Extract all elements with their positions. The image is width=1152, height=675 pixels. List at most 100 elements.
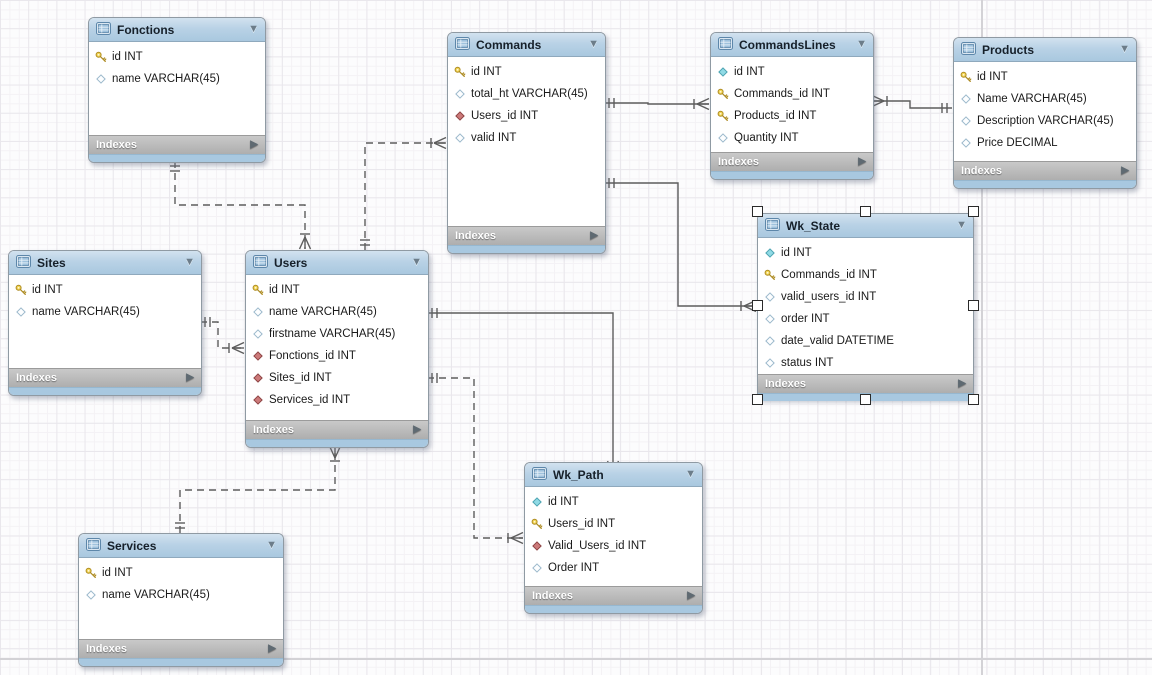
collapse-arrow-icon[interactable]: ▼ xyxy=(956,219,967,231)
column-row[interactable]: id INT xyxy=(525,491,702,513)
table-header[interactable]: Products ▼ xyxy=(954,38,1136,62)
column-row[interactable]: Price DECIMAL xyxy=(954,132,1136,154)
column-row[interactable]: total_ht VARCHAR(45) xyxy=(448,83,605,105)
column-row[interactable]: Products_id INT xyxy=(711,105,873,127)
rel-sites-users[interactable] xyxy=(200,317,245,355)
column-row[interactable]: Valid_Users_id INT xyxy=(525,535,702,557)
selection-handle[interactable] xyxy=(752,300,763,311)
table-sites[interactable]: Sites ▼ id INT name VARCHAR(45) Indexes ▶ xyxy=(8,250,202,396)
collapse-arrow-icon[interactable]: ▼ xyxy=(588,38,599,50)
table-header[interactable]: Users ▼ xyxy=(246,251,428,275)
collapse-arrow-icon[interactable]: ▼ xyxy=(1119,43,1130,55)
selection-handle[interactable] xyxy=(968,394,979,405)
column-row[interactable]: id INT xyxy=(89,46,265,68)
table-header[interactable]: Commands ▼ xyxy=(448,33,605,57)
expand-arrow-icon[interactable]: ▶ xyxy=(1121,165,1129,176)
column-row[interactable]: Name VARCHAR(45) xyxy=(954,88,1136,110)
expand-arrow-icon[interactable]: ▶ xyxy=(958,378,966,389)
column-row[interactable]: name VARCHAR(45) xyxy=(79,584,283,606)
indexes-section[interactable]: Indexes ▶ xyxy=(246,420,428,439)
column-label: id INT xyxy=(734,66,765,78)
indexes-section[interactable]: Indexes ▶ xyxy=(954,161,1136,180)
column-row[interactable]: order INT xyxy=(758,308,973,330)
collapse-arrow-icon[interactable]: ▼ xyxy=(411,256,422,268)
indexes-section[interactable]: Indexes ▶ xyxy=(525,586,702,605)
column-row[interactable]: id INT xyxy=(9,279,201,301)
column-row[interactable]: Commands_id INT xyxy=(711,83,873,105)
indexes-section[interactable]: Indexes ▶ xyxy=(711,152,873,171)
selection-handle[interactable] xyxy=(752,394,763,405)
table-header[interactable]: Fonctions ▼ xyxy=(89,18,265,42)
table-header[interactable]: CommandsLines ▼ xyxy=(711,33,873,57)
column-row[interactable]: id INT xyxy=(758,242,973,264)
notnull-column-icon xyxy=(531,496,543,508)
indexes-section[interactable]: Indexes ▶ xyxy=(9,368,201,387)
collapse-arrow-icon[interactable]: ▼ xyxy=(248,23,259,35)
rel-users-wkpath-valid[interactable] xyxy=(427,373,524,545)
column-row[interactable]: name VARCHAR(45) xyxy=(246,301,428,323)
indexes-section[interactable]: Indexes ▶ xyxy=(79,639,283,658)
expand-arrow-icon[interactable]: ▶ xyxy=(413,424,421,435)
column-icon xyxy=(15,306,27,318)
column-row[interactable]: Order INT xyxy=(525,557,702,579)
column-row[interactable]: Users_id INT xyxy=(448,105,605,127)
column-row[interactable]: firstname VARCHAR(45) xyxy=(246,323,428,345)
expand-arrow-icon[interactable]: ▶ xyxy=(250,139,258,150)
collapse-arrow-icon[interactable]: ▼ xyxy=(856,38,867,50)
column-row[interactable]: Services_id INT xyxy=(246,389,428,411)
column-row[interactable]: Commands_id INT xyxy=(758,264,973,286)
indexes-section[interactable]: Indexes ▶ xyxy=(758,374,973,393)
selection-handle[interactable] xyxy=(859,394,871,405)
rel-users-commands[interactable] xyxy=(360,136,447,251)
selection-handle[interactable] xyxy=(968,206,979,217)
rel-services-users[interactable] xyxy=(175,445,342,533)
collapse-arrow-icon[interactable]: ▼ xyxy=(266,539,277,551)
table-header[interactable]: Sites ▼ xyxy=(9,251,201,275)
table-header[interactable]: Services ▼ xyxy=(79,534,283,558)
column-row[interactable]: name VARCHAR(45) xyxy=(89,68,265,90)
column-row[interactable]: id INT xyxy=(954,66,1136,88)
column-row[interactable]: id INT xyxy=(711,61,873,83)
table-header[interactable]: Wk_State ▼ xyxy=(758,214,973,238)
column-row[interactable]: Sites_id INT xyxy=(246,367,428,389)
column-row[interactable]: Description VARCHAR(45) xyxy=(954,110,1136,132)
column-row[interactable]: Quantity INT xyxy=(711,127,873,149)
indexes-section[interactable]: Indexes ▶ xyxy=(89,135,265,154)
table-title: Fonctions xyxy=(117,22,175,37)
column-row[interactable]: status INT xyxy=(758,352,973,374)
selection-handle[interactable] xyxy=(752,206,763,217)
column-label: name VARCHAR(45) xyxy=(32,306,140,318)
selection-handle[interactable] xyxy=(859,206,871,217)
column-row[interactable]: id INT xyxy=(246,279,428,301)
expand-arrow-icon[interactable]: ▶ xyxy=(687,590,695,601)
indexes-section[interactable]: Indexes ▶ xyxy=(448,226,605,245)
selection-handle[interactable] xyxy=(968,300,979,311)
column-row[interactable]: id INT xyxy=(79,562,283,584)
column-row[interactable]: Users_id INT xyxy=(525,513,702,535)
column-row[interactable]: Fonctions_id INT xyxy=(246,345,428,367)
column-row[interactable]: valid_users_id INT xyxy=(758,286,973,308)
column-row[interactable]: name VARCHAR(45) xyxy=(9,301,201,323)
expand-arrow-icon[interactable]: ▶ xyxy=(858,156,866,167)
collapse-arrow-icon[interactable]: ▼ xyxy=(685,468,696,480)
rel-commandslines-products[interactable] xyxy=(871,94,952,114)
collapse-arrow-icon[interactable]: ▼ xyxy=(184,256,195,268)
column-row[interactable]: valid INT xyxy=(448,127,605,149)
expand-arrow-icon[interactable]: ▶ xyxy=(590,230,598,241)
rel-fonctions-users[interactable] xyxy=(170,161,312,250)
rel-commands-commandslines[interactable] xyxy=(604,97,710,111)
column-row[interactable]: date_valid DATETIME xyxy=(758,330,973,352)
expand-arrow-icon[interactable]: ▶ xyxy=(268,643,276,654)
expand-arrow-icon[interactable]: ▶ xyxy=(186,372,194,383)
table-header[interactable]: Wk_Path ▼ xyxy=(525,463,702,487)
column-row[interactable]: id INT xyxy=(448,61,605,83)
